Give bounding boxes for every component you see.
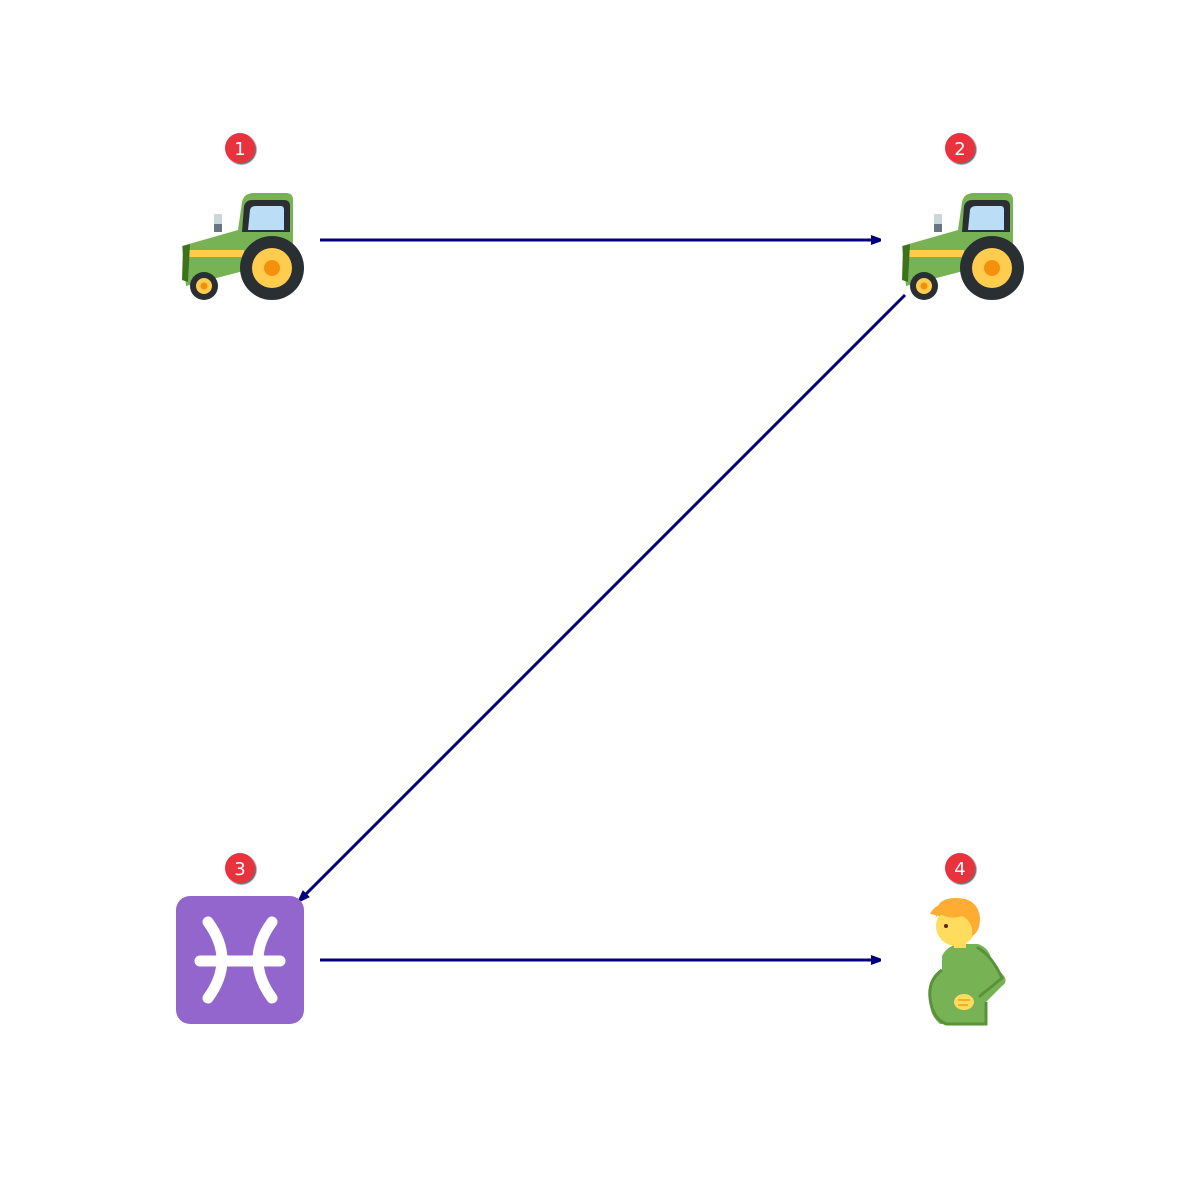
edges [300,240,907,960]
tractor-icon [182,193,304,300]
edge-2-to-3 [300,293,907,900]
node-badge [945,133,975,163]
node-badge [225,853,255,883]
node-2[interactable]: 2 [902,133,1024,300]
node-4[interactable]: 4 [928,853,1006,1026]
node-badge-label: 3 [234,859,245,880]
node-badge [945,853,975,883]
node-badge-label: 4 [954,859,965,880]
node-3[interactable]: 3 [176,853,304,1024]
pisces-icon [176,896,304,1024]
node-badge-label: 2 [954,139,965,160]
pregnant-man-icon [928,898,1006,1026]
node-1[interactable]: 1 [182,133,304,300]
tractor-icon [902,193,1024,300]
node-badge-label: 1 [234,139,245,160]
node-badge [225,133,255,163]
